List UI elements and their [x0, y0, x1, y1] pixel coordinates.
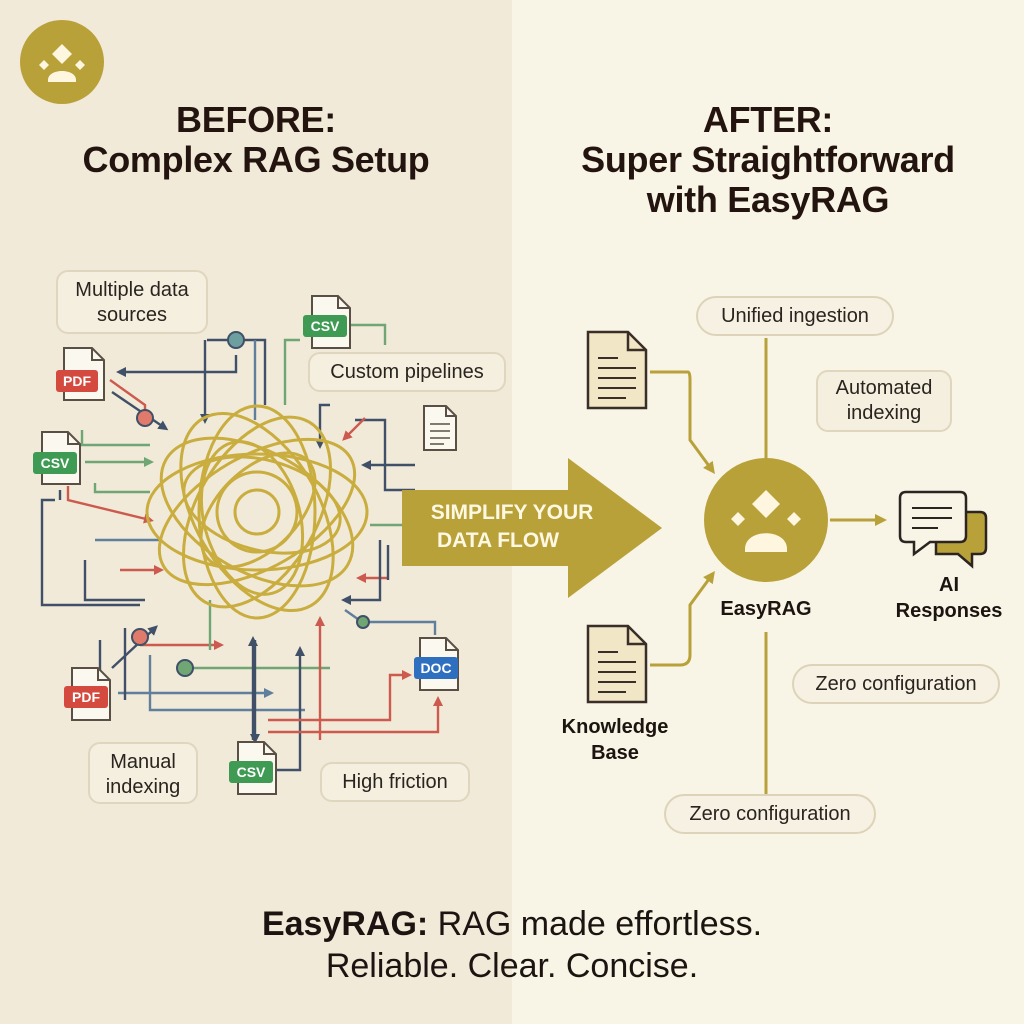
tagline-brand: EasyRAG:	[261, 905, 429, 943]
tagline-line2: Reliable. Clear. Concise.	[325, 947, 699, 985]
ai-label-line2: Responses	[895, 600, 1003, 622]
doc-file-icon: DOC	[414, 637, 459, 691]
knowledge-doc-icon	[586, 330, 648, 410]
document-icon	[423, 405, 457, 451]
knowledge-base-label: Knowledge Base	[550, 714, 680, 766]
after-heading: AFTER: Super Straightforward with EasyRA…	[528, 100, 1008, 220]
callout-text: sources	[96, 304, 168, 326]
csv-label: CSV	[237, 764, 266, 780]
doc-label: DOC	[420, 660, 451, 676]
simplify-arrow: SIMPLIFY YOUR DATA FLOW	[402, 458, 662, 598]
csv-label: CSV	[311, 318, 340, 334]
callout-unified-ingestion: Unified ingestion	[696, 296, 894, 336]
after-subtitle-line1: Super Straightforward	[581, 139, 955, 180]
callout-text: indexing	[846, 402, 922, 424]
callout-text: Unified ingestion	[721, 305, 869, 327]
callout-zero-configuration: Zero configuration	[792, 664, 1000, 704]
callout-zero-configuration-bottom: Zero configuration	[664, 794, 876, 834]
tangle-connectors	[40, 323, 443, 772]
before-heading: BEFORE: Complex RAG Setup	[16, 100, 496, 180]
pdf-label: PDF	[72, 689, 100, 705]
before-subtitle: Complex RAG Setup	[82, 139, 430, 180]
callout-manual-indexing: Manual indexing	[88, 742, 198, 804]
callout-text: Zero configuration	[689, 803, 851, 825]
csv-file-icon: CSV	[33, 431, 81, 485]
tagline-line1: EasyRAG: RAG made effortless.	[0, 902, 1024, 946]
after-subtitle-line2: with EasyRAG	[646, 179, 890, 220]
callout-text: Custom pipelines	[330, 361, 484, 383]
arrow-text-line1: SIMPLIFY YOUR	[431, 501, 594, 524]
after-connectors	[650, 338, 887, 795]
callout-text: Automated	[835, 377, 933, 399]
easyrag-logo-icon	[20, 20, 104, 104]
tangled-knot	[145, 404, 369, 620]
chat-bubbles-icon	[898, 490, 988, 569]
callout-high-friction: High friction	[320, 762, 470, 802]
ai-label-line1: AI	[939, 574, 959, 596]
pdf-label: PDF	[63, 373, 91, 389]
callout-multiple-sources: Multiple data sources	[56, 270, 208, 334]
callout-text: High friction	[342, 771, 448, 793]
pdf-file-icon: PDF	[64, 667, 111, 721]
easyrag-hub-label: EasyRAG	[720, 598, 812, 620]
callout-text: indexing	[105, 776, 181, 798]
callout-automated-indexing: Automated indexing	[816, 370, 952, 432]
callout-custom-pipelines: Custom pipelines	[308, 352, 506, 392]
after-title: AFTER:	[702, 99, 834, 140]
callout-text: Manual	[110, 751, 176, 773]
csv-file-icon: CSV	[229, 741, 277, 795]
arrow-text-line2: DATA FLOW	[437, 529, 559, 552]
easyrag-hub-icon	[704, 458, 828, 582]
csv-file-icon: CSV	[303, 295, 351, 349]
csv-label: CSV	[41, 455, 70, 471]
before-title: BEFORE:	[176, 99, 336, 140]
kb-label-line1: Knowledge	[561, 716, 669, 738]
callout-text: Zero configuration	[815, 673, 977, 695]
ai-responses-label: AI Responses	[884, 572, 1014, 624]
knowledge-base-icon	[586, 624, 648, 704]
callout-text: Multiple data	[75, 279, 189, 301]
connector-nodes	[131, 331, 370, 677]
pdf-file-icon: PDF	[56, 347, 105, 401]
kb-label-line2: Base	[591, 742, 639, 764]
tagline-rest: RAG made effortless.	[428, 905, 763, 943]
